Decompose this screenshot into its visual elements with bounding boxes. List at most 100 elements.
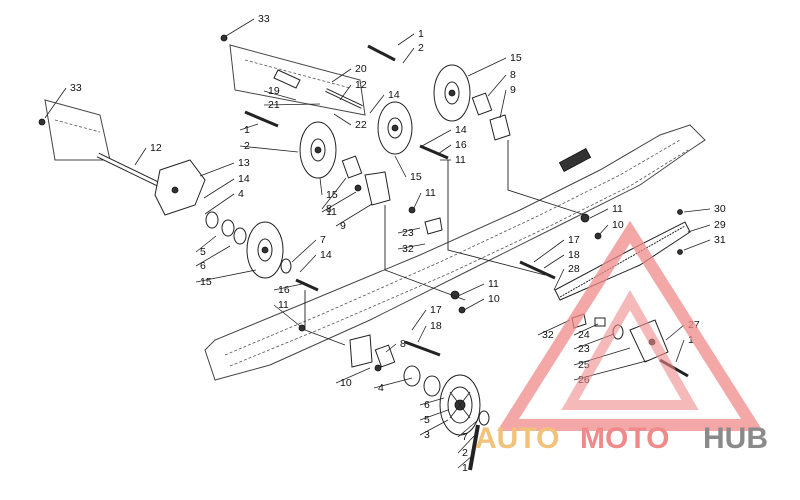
callout-leader-c13 [199, 162, 235, 177]
watermark-text-auto: AUTO [475, 422, 559, 455]
watermark-text-hub: HUB [703, 422, 768, 455]
bearing-lower [403, 365, 441, 397]
callout-label-c9a: 9 [510, 84, 516, 96]
callout-leader-c1d [457, 455, 473, 469]
bolt-16-mid [419, 144, 449, 160]
callout-leader-c6a [195, 245, 231, 267]
callout-leader-c11f [273, 304, 301, 327]
callout-label-c11a: 11 [455, 154, 466, 166]
callout-label-c33a: 33 [70, 82, 82, 94]
callout-label-c1b: 1 [244, 124, 250, 136]
callout-leader-c30 [683, 208, 711, 213]
callout-label-c18a: 18 [568, 249, 580, 261]
callout-leader-c15a [467, 57, 507, 77]
callout-leader-c11b [321, 191, 357, 213]
callout-leader-c16b [273, 283, 303, 291]
callout-label-c33b: 33 [258, 13, 270, 25]
callout-label-c8b: 8 [326, 203, 332, 215]
assembly-lines [304, 140, 586, 346]
callout-leader-c18a [543, 254, 565, 269]
callout-label-c32b: 32 [542, 329, 554, 341]
callout-label-c15c: 15 [410, 171, 422, 183]
callout-label-c2a: 2 [418, 42, 424, 54]
callout-label-c8a: 8 [510, 69, 516, 81]
callout-leader-c20 [331, 68, 352, 83]
callout-leader-c10a [597, 224, 609, 237]
callout-label-c10a: 10 [612, 219, 624, 231]
callout-label-c14c: 14 [238, 173, 250, 185]
callout-label-c10b: 10 [488, 293, 500, 305]
callout-leader-c4b [373, 377, 413, 389]
callout-leader-c11d [589, 208, 609, 219]
idler-wheel-front [246, 221, 284, 279]
callout-leader-c17a [533, 239, 565, 263]
watermark-triangle-inner [561, 289, 699, 410]
callout-label-c15a: 15 [510, 52, 522, 64]
callout-leader-c2b [239, 145, 299, 153]
callout-leader-c22 [333, 113, 352, 126]
callout-label-c18b: 18 [430, 320, 442, 332]
callout-label-c17a: 17 [568, 234, 580, 246]
callout-label-c17b: 17 [430, 304, 442, 316]
callout-label-c15d: 15 [200, 276, 212, 288]
callout-label-c16a: 16 [455, 139, 467, 151]
callout-label-c2c: 2 [462, 447, 468, 459]
callout-label-c7b: 7 [462, 431, 468, 443]
callout-leader-c1c [675, 339, 685, 363]
callout-label-c10c: 10 [340, 377, 352, 389]
callout-label-c21: 21 [268, 99, 280, 111]
callout-label-c23a: 23 [402, 227, 414, 239]
callout-label-c8c: 8 [400, 338, 406, 350]
callout-label-c20: 20 [355, 63, 367, 75]
callout-leader-c33a [44, 87, 67, 119]
callout-leader-c6b [419, 397, 445, 406]
callout-label-c14d: 14 [320, 249, 332, 261]
callout-label-c25: 25 [578, 359, 590, 371]
callout-leader-c21 [263, 103, 321, 106]
callout-label-c11d: 11 [612, 203, 623, 215]
callout-label-c6a: 6 [200, 260, 206, 272]
bolt-17 [519, 260, 556, 280]
callout-leader-c15b [319, 177, 323, 196]
callout-label-c14a: 14 [388, 89, 400, 101]
callout-leader-c14c [203, 178, 235, 199]
callout-label-c12a: 12 [355, 79, 367, 91]
callout-leader-c5a [195, 235, 217, 253]
callout-label-c30: 30 [714, 203, 726, 215]
callout-leader-c7a [291, 239, 317, 263]
callout-label-c3: 3 [424, 429, 430, 441]
front-mount-plate [44, 99, 111, 161]
callout-label-c29: 29 [714, 219, 726, 231]
callout-leader-c16a [437, 144, 452, 155]
slide-rail [204, 124, 706, 381]
callout-label-c11e: 11 [488, 278, 499, 290]
nuts [38, 34, 683, 372]
callout-label-c6b: 6 [424, 399, 430, 411]
callout-label-c12b: 12 [150, 142, 162, 154]
callout-leader-c3 [419, 419, 449, 436]
watermark-logo: AUTO MOTO HUB [475, 220, 768, 455]
callout-leader-c8b [321, 177, 347, 210]
bolt-top [367, 44, 396, 62]
washers-lower [478, 410, 490, 426]
callout-label-c24: 24 [578, 329, 590, 341]
bracket-9-top [489, 114, 511, 141]
front-shaft [96, 152, 162, 188]
upper-shaft [273, 69, 363, 109]
callout-label-c14b: 14 [455, 124, 467, 136]
callout-label-c4a: 4 [238, 188, 244, 200]
callout-leader-c18b [417, 325, 427, 343]
callout-label-c1c: 1 [688, 334, 694, 346]
front-bracket [154, 159, 206, 216]
callout-leader-c32b [537, 319, 571, 336]
callout-label-c16b: 16 [278, 284, 290, 296]
callout-leader-c2c [457, 435, 475, 454]
bracket-9-mid [364, 171, 391, 206]
callout-leader-c12a [339, 84, 352, 101]
bolt-16-low [295, 278, 319, 292]
callout-leader-c9b [335, 203, 373, 227]
callout-leader-c19 [263, 90, 297, 101]
callout-label-c11b: 11 [326, 206, 337, 218]
callout-label-c22: 22 [355, 119, 367, 131]
